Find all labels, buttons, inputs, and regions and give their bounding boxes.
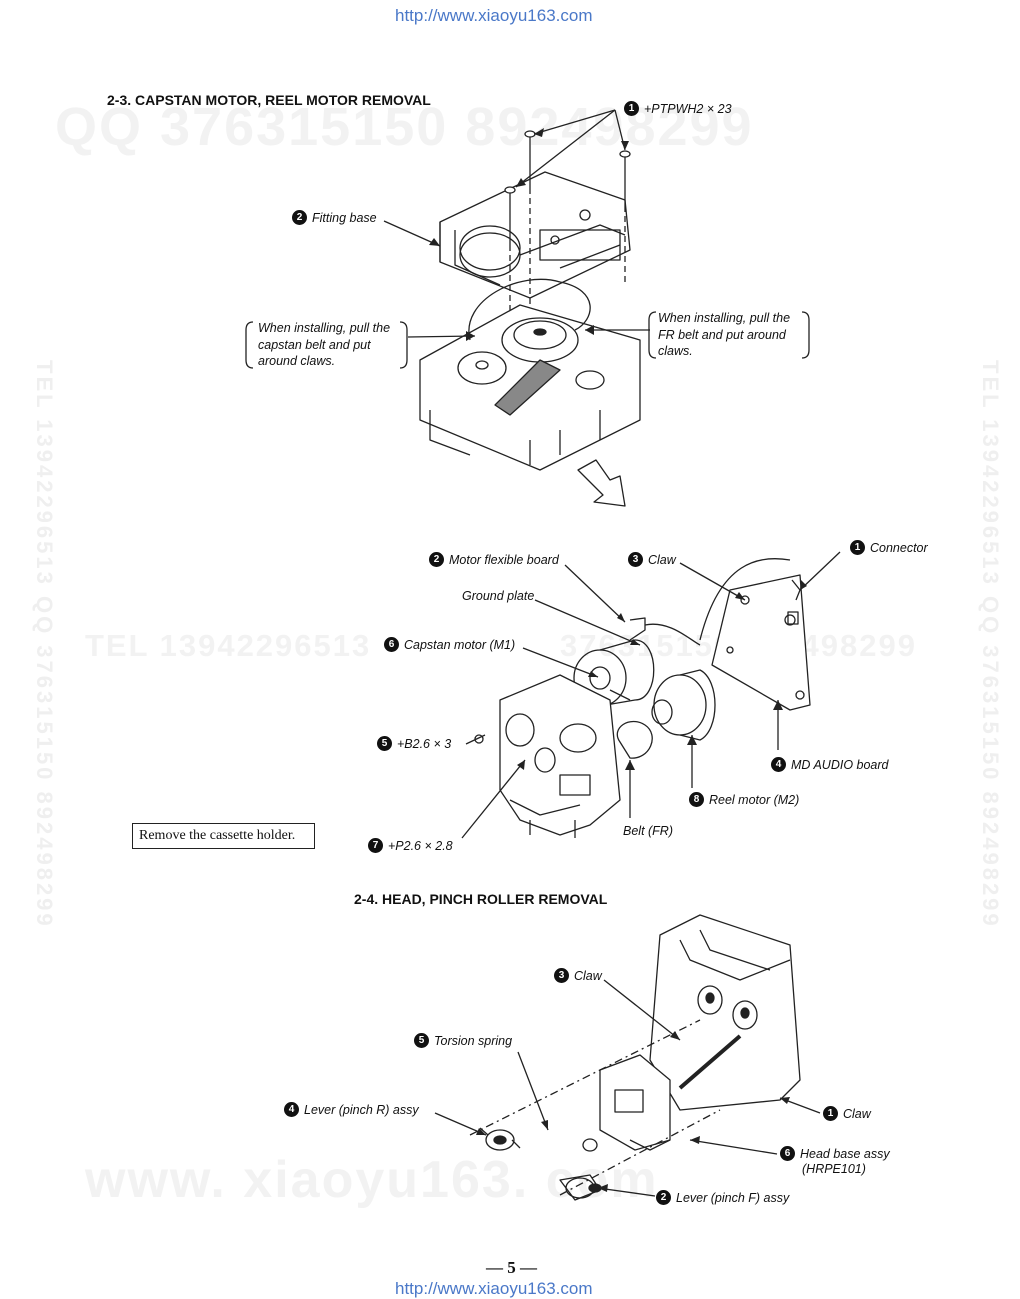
cassette-mechanism-illustration	[649, 914, 801, 1111]
belt-fr-label: Belt (FR)	[623, 824, 673, 838]
lever-pinch-r-illustration	[479, 1127, 521, 1151]
section-24-title: 2-4. HEAD, PINCH ROLLER REMOVAL	[354, 891, 608, 907]
fitting-base-illustration	[439, 171, 631, 299]
capstan-belt-note: When installing, pull the capstan belt a…	[258, 321, 391, 368]
screw-ptpwh2-label: 1+PTPWH2 × 23	[624, 101, 732, 116]
reel-motor-illustration	[651, 669, 716, 741]
hollow-arrow	[577, 459, 626, 507]
mechanism-base-illustration	[419, 278, 641, 471]
screw-p26-label: 7+P2.6 × 2.8	[368, 838, 453, 853]
section-23-title: 2-3. CAPSTAN MOTOR, REEL MOTOR REMOVAL	[107, 92, 431, 108]
page-number: — 5 —	[486, 1258, 537, 1277]
lever-pinch-f-illustration	[559, 1174, 602, 1201]
screw-b26-label: 5+B2.6 × 3	[377, 736, 451, 751]
screw-illustrations	[504, 130, 631, 320]
ground-plate-illustration	[629, 617, 701, 646]
bottom-url-watermark: http://www.xiaoyu163.com	[395, 1279, 593, 1298]
mechanism-chassis-illustration	[499, 674, 621, 838]
cassette-holder-instruction: Remove the cassette holder.	[132, 823, 315, 849]
head-base-illustration	[599, 1054, 671, 1151]
belt-fr-illustration	[616, 720, 653, 759]
torsion-spring-illustration	[582, 1138, 598, 1152]
md-audio-board-illustration	[699, 557, 811, 711]
fr-belt-note: When installing, pull the FR belt and pu…	[658, 311, 791, 358]
top-url-watermark: http://www.xiaoyu163.com	[395, 6, 593, 25]
tel-watermark: TEL 13942296513	[85, 628, 372, 663]
head-base-part-number: (HRPE101)	[802, 1162, 866, 1176]
ground-plate-label: Ground plate	[462, 589, 535, 603]
